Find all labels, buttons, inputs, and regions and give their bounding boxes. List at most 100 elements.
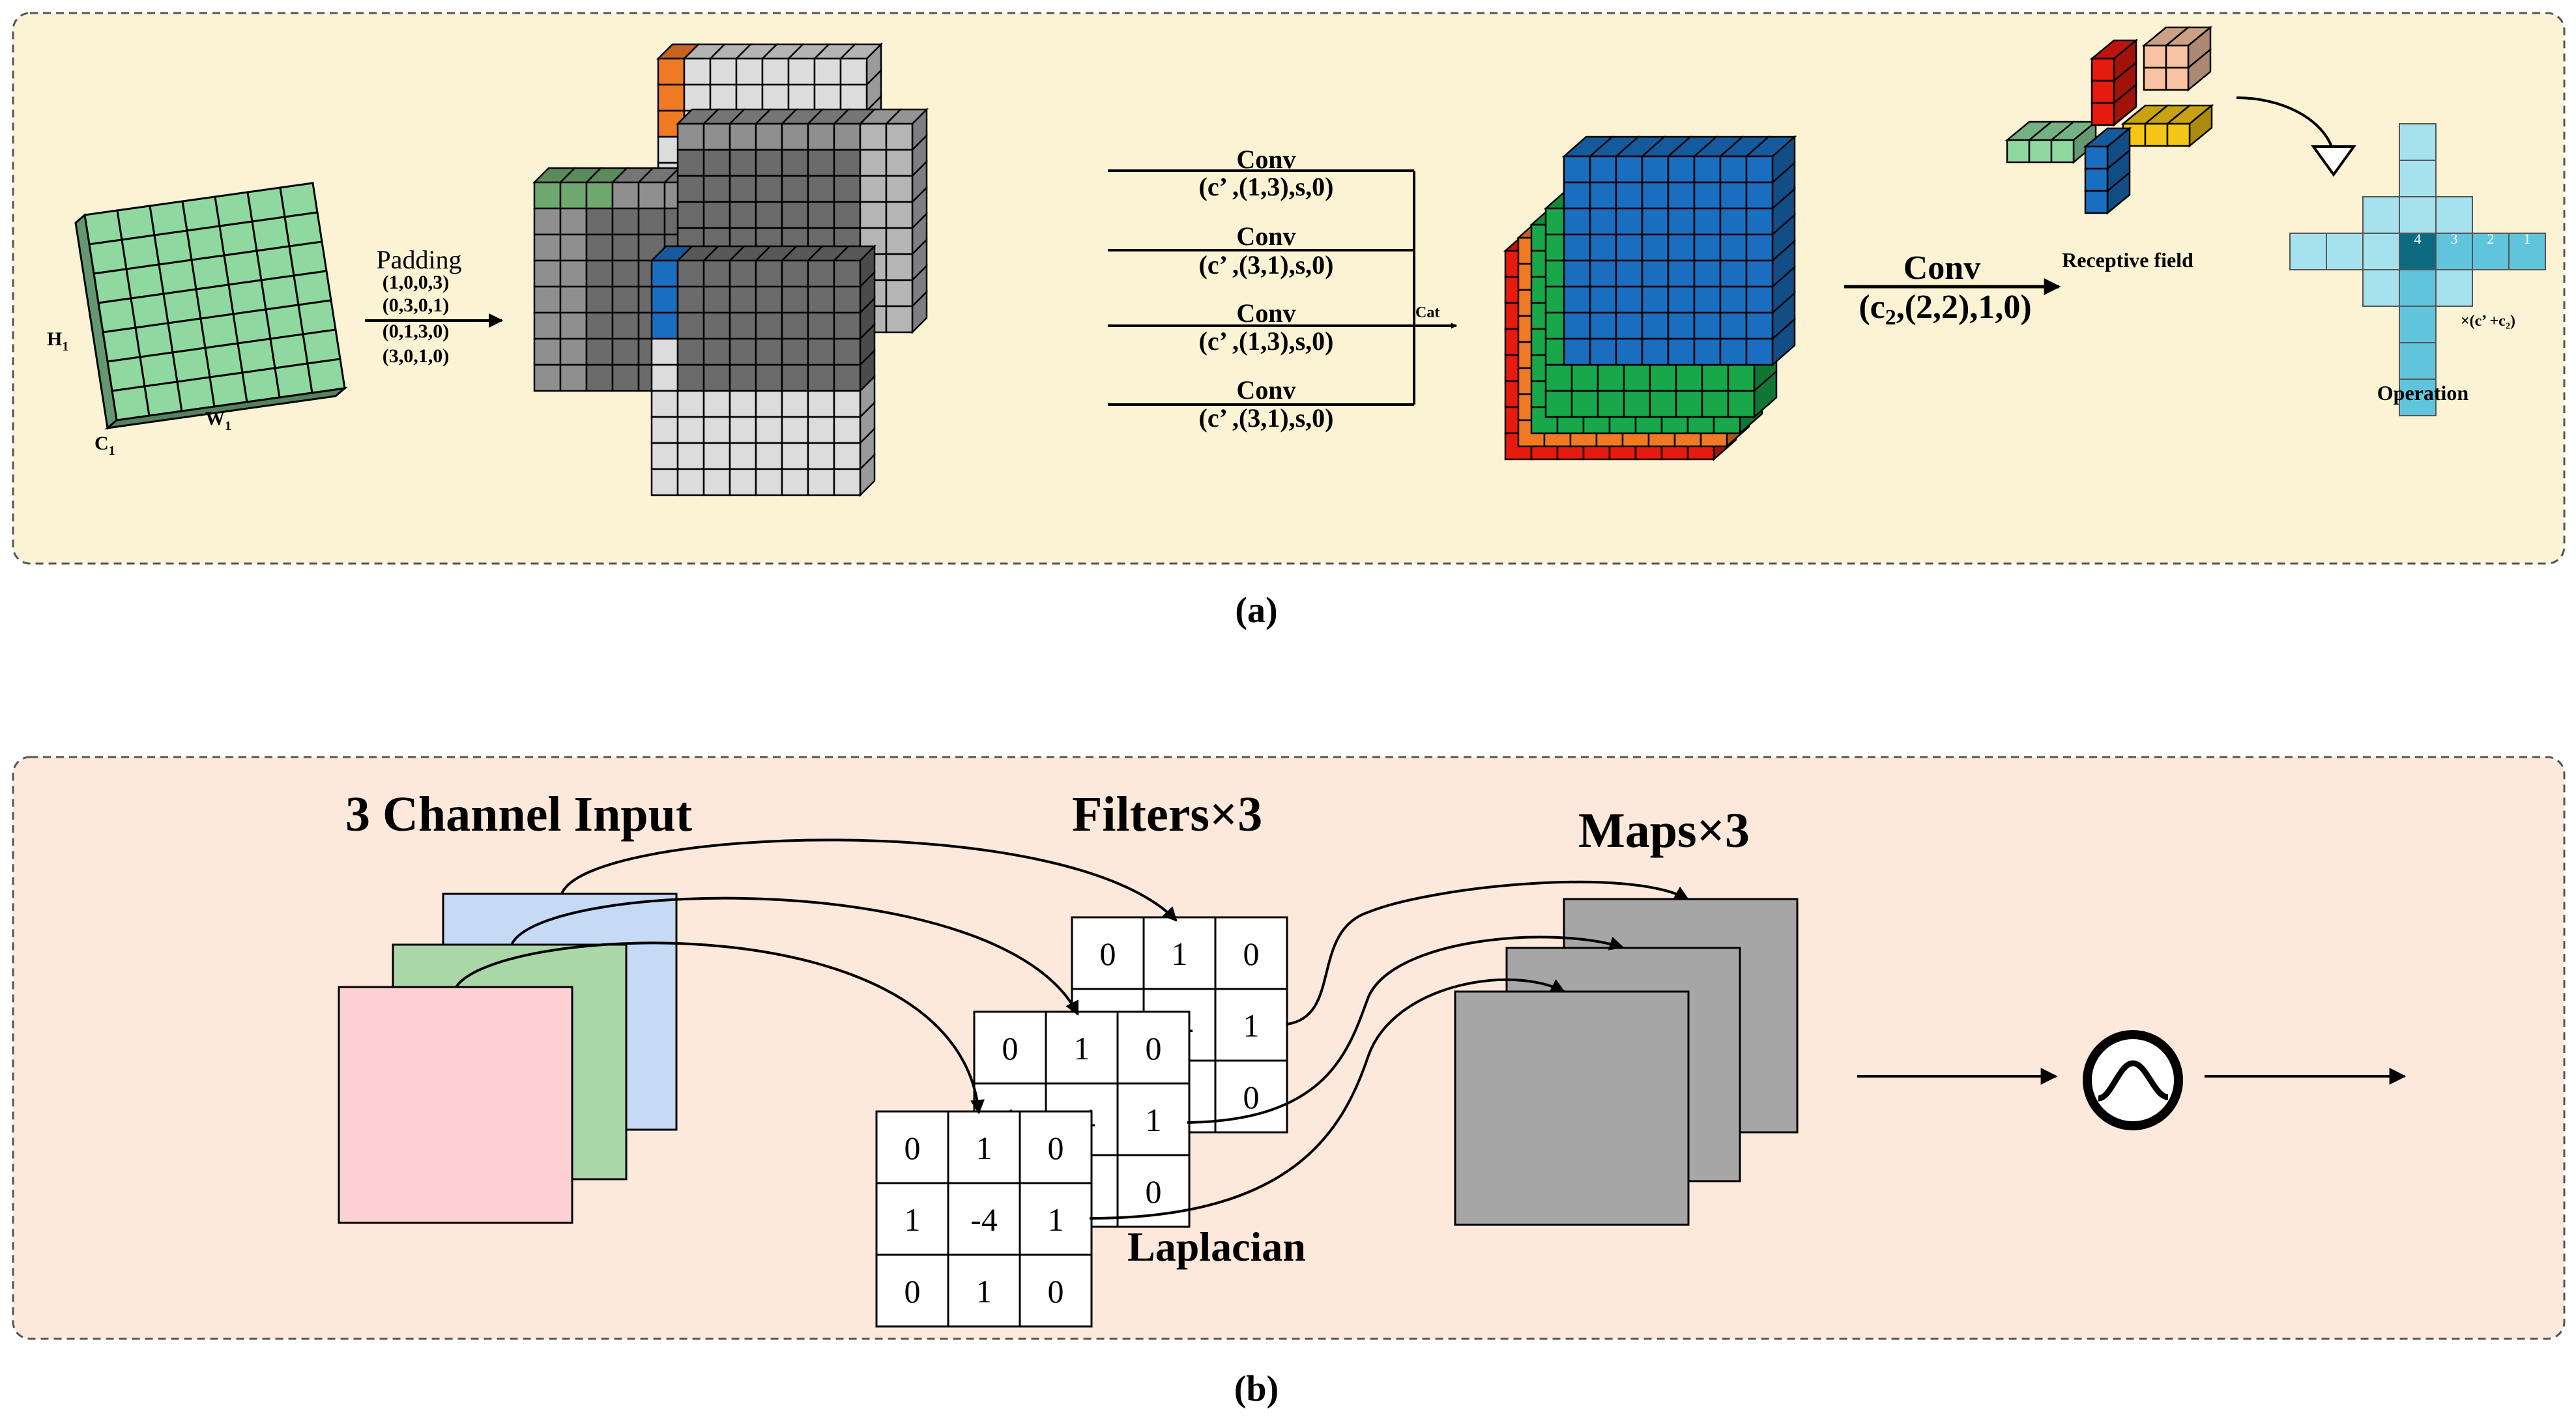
padding-value-1: (1,0,0,3) <box>383 272 449 293</box>
operation-cell <box>2399 269 2437 307</box>
conv-branch-1-title: Conv <box>1236 145 1295 174</box>
kernel-value: -4 <box>970 1201 998 1238</box>
kernel-cell <box>1045 1010 1119 1085</box>
operation-cell <box>2508 233 2546 270</box>
kernel-cell <box>1142 916 1217 990</box>
conv-branch-4-title: Conv <box>1236 375 1295 405</box>
kernel-value: 1 <box>976 1130 992 1166</box>
kernel-value: 0 <box>1243 936 1260 972</box>
operation-cell <box>2399 342 2437 380</box>
operation-cell <box>2362 196 2400 234</box>
maps-title: Maps×3 <box>1578 803 1750 858</box>
concatenated-feature-stack <box>1503 135 1797 461</box>
kernel-cell <box>875 1182 949 1256</box>
conv-branch-4-params: (c’ ,(3,1),s,0) <box>1199 403 1334 433</box>
conv-branches <box>1108 169 1457 406</box>
conv-branch-3-title: Conv <box>1236 298 1295 328</box>
conv-branch-2-title: Conv <box>1236 222 1295 251</box>
operation-cell <box>2435 196 2473 234</box>
padding-value-4: (3,0,1,0) <box>383 345 449 367</box>
kernel-value: 0 <box>1048 1130 1064 1166</box>
receptive-field-blocks <box>2004 25 2214 215</box>
caption-b: (b) <box>1234 1369 1279 1409</box>
kernel-value: 0 <box>1243 1079 1260 1115</box>
operation-cell <box>2399 196 2437 234</box>
conv-branch-1-params: (c’ ,(1,3),s,0) <box>1199 172 1334 201</box>
operation-grid <box>2289 123 2546 416</box>
kernel-cell <box>1214 916 1288 990</box>
kernel-cell <box>1116 1082 1191 1156</box>
receptive-field-label: Receptive field <box>2062 248 2193 272</box>
padding-value-2: (0,3,0,1) <box>383 294 449 316</box>
input-channel-label: C1 <box>94 433 115 458</box>
operation-cell <box>2362 233 2400 270</box>
kernel-cell <box>1071 916 1145 990</box>
laplacian-label: Laplacian <box>1127 1224 1306 1270</box>
kernel-value: 0 <box>1002 1030 1019 1066</box>
operation-cell <box>2399 123 2437 161</box>
filter-to-map-arrows <box>1089 880 1689 1220</box>
kernel-cell <box>1116 1010 1191 1085</box>
kernel-value: 0 <box>1146 1030 1162 1066</box>
receptive-red-bar <box>2089 38 2139 127</box>
operation-number-1: 1 <box>2524 231 2531 247</box>
final-conv-title: Conv <box>1903 250 1980 287</box>
padded-tensors <box>532 42 929 498</box>
stack-layer-top-blue <box>1561 135 1797 367</box>
final-conv-params: (c2,(2,2),1,0) <box>1859 289 2031 330</box>
output-map-front <box>1454 990 1690 1226</box>
kernel-cell <box>947 1253 1021 1328</box>
operation-cell <box>2399 160 2437 197</box>
kernel-cell <box>1214 988 1288 1062</box>
padded-tensor-bottom <box>649 244 877 498</box>
operation-number-2: 2 <box>2487 231 2495 247</box>
operation-multiplier: ×(c’ +c₂) <box>2461 313 2515 330</box>
kernel-cell <box>875 1253 949 1328</box>
input-to-filter-arrows <box>455 838 1178 1115</box>
cat-label: Cat <box>1415 304 1440 321</box>
kernel-value: 1 <box>1048 1201 1064 1238</box>
kernel-cell <box>1019 1110 1093 1184</box>
kernel-cell <box>875 1110 949 1184</box>
operation-cell <box>2399 379 2437 416</box>
input-width-label: W1 <box>205 408 231 433</box>
operation-cell <box>2362 269 2400 307</box>
kernel-value: 1 <box>1146 1102 1162 1138</box>
kernel-value: 0 <box>1100 936 1116 972</box>
conv-branch-3-params: (c’ ,(1,3),s,0) <box>1199 326 1334 356</box>
kernel-cell <box>973 1010 1047 1085</box>
operation-cell <box>2326 233 2364 270</box>
kernel-value: 1 <box>1172 936 1188 972</box>
caption-a: (a) <box>1235 590 1277 631</box>
kernel-value: 0 <box>1048 1273 1064 1310</box>
kernel-value: 1 <box>1074 1030 1090 1066</box>
kernel-cell <box>1019 1253 1093 1328</box>
kernel-cell <box>1116 1154 1191 1228</box>
input-title: 3 Channel Input <box>345 787 692 842</box>
input-tensor <box>74 182 348 430</box>
operation-cell <box>2289 233 2327 270</box>
receptive-blue-bar <box>2083 126 2132 215</box>
kernel-value: 0 <box>1146 1173 1162 1210</box>
activation-sine-icon <box>2083 1030 2183 1130</box>
kernel-value: 0 <box>904 1273 921 1310</box>
filters-title: Filters×3 <box>1072 787 1262 842</box>
receptive-green-bar <box>2004 120 2098 164</box>
input-channel-pink <box>338 986 573 1224</box>
conv-branch-2-params: (c’ ,(3,1),s,0) <box>1199 250 1334 279</box>
operation-cell <box>2472 233 2510 270</box>
hollow-curved-arrow <box>2236 96 2356 177</box>
operation-cell <box>2435 269 2473 307</box>
input-height-label: H1 <box>47 328 68 354</box>
kernel-value: 1 <box>1243 1007 1260 1044</box>
operation-number-4: 4 <box>2414 231 2422 247</box>
operation-number-3: 3 <box>2451 231 2458 247</box>
padding-title: Padding <box>376 245 461 274</box>
kernel-value: 0 <box>904 1130 921 1166</box>
padding-value-3: (0,1,3,0) <box>383 321 449 342</box>
operation-cell <box>2399 306 2437 343</box>
operation-label: Operation <box>2377 381 2469 405</box>
